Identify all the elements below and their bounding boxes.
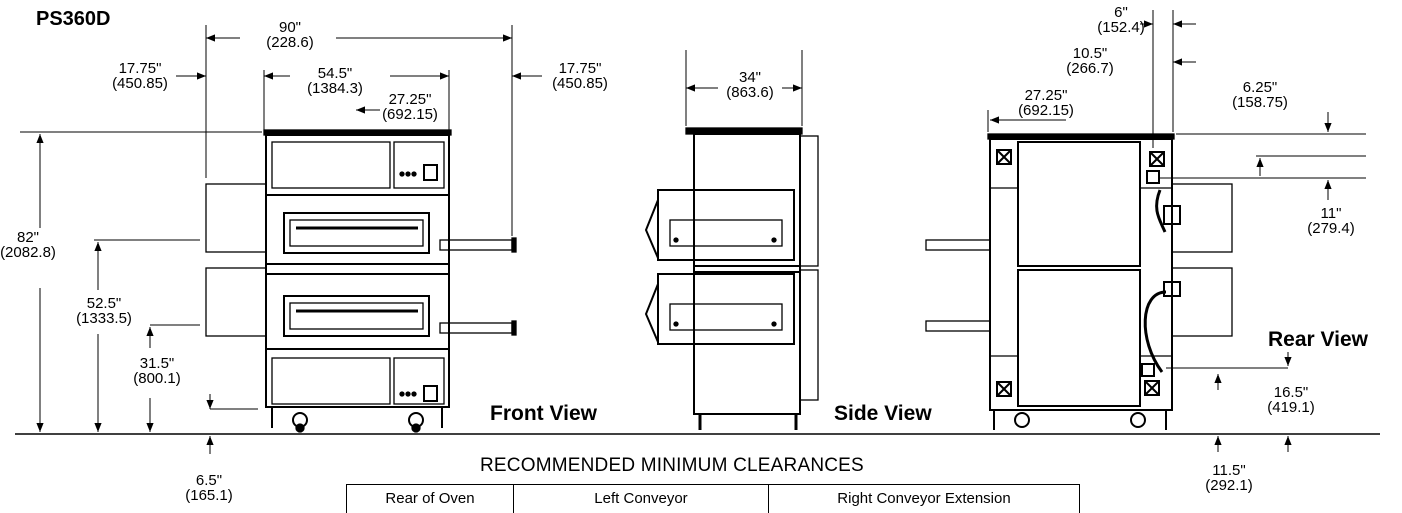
dim-height: 82"(2082.8) (0, 230, 56, 260)
table-header-cell: Rear of Oven (347, 485, 514, 513)
dim-rear-6: 6"(152.4) (1086, 5, 1156, 35)
dim-rear-11-5: 11.5"(292.1) (1194, 463, 1264, 493)
table-header-cell: Left Conveyor (514, 485, 769, 513)
dim-rear-16-5: 16.5"(419.1) (1256, 385, 1326, 415)
front-left-conveyor-lower (206, 268, 266, 336)
dim-rear-11: 11"(279.4) (1296, 206, 1366, 236)
front-left-conveyor-upper (206, 184, 266, 252)
front-view-drawing (206, 130, 516, 432)
rear-view-label: Rear View (1268, 328, 1368, 352)
table-header-cell: Right Conveyor Extension (769, 485, 1080, 513)
dim-right-extension: 17.75"(450.85) (540, 61, 620, 91)
front-right-conveyor-upper (440, 240, 512, 250)
dim-lower-conveyor-height: 31.5"(800.1) (122, 356, 192, 386)
model-title: PS360D (36, 8, 111, 31)
side-view-label: Side View (834, 402, 932, 426)
front-right-conveyor-lower (440, 323, 512, 333)
dim-overall-width: 90"(228.6) (250, 20, 330, 50)
side-view-drawing (646, 128, 818, 430)
clearances-table: Rear of Oven Left Conveyor Right Conveyo… (346, 484, 1080, 513)
table-row: Rear of Oven Left Conveyor Right Conveyo… (347, 485, 1080, 513)
dim-base-height: 6.5"(165.1) (174, 473, 244, 503)
dim-rear-10-5: 10.5"(266.7) (1050, 46, 1130, 76)
dim-half-width-rear: 27.25"(692.15) (1006, 88, 1086, 118)
dim-left-extension: 17.75"(450.85) (100, 61, 180, 91)
dim-upper-conveyor-height: 52.5"(1333.5) (64, 296, 144, 326)
dim-depth: 34"(863.6) (710, 70, 790, 100)
clearances-heading: RECOMMENDED MINIMUM CLEARANCES (480, 455, 864, 477)
dim-belt-width: 54.5"(1384.3) (290, 66, 380, 96)
dim-rear-6-25: 6.25"(158.75) (1220, 80, 1300, 110)
front-view-label: Front View (490, 402, 597, 426)
dim-half-width-front: 27.25"(692.15) (370, 92, 450, 122)
